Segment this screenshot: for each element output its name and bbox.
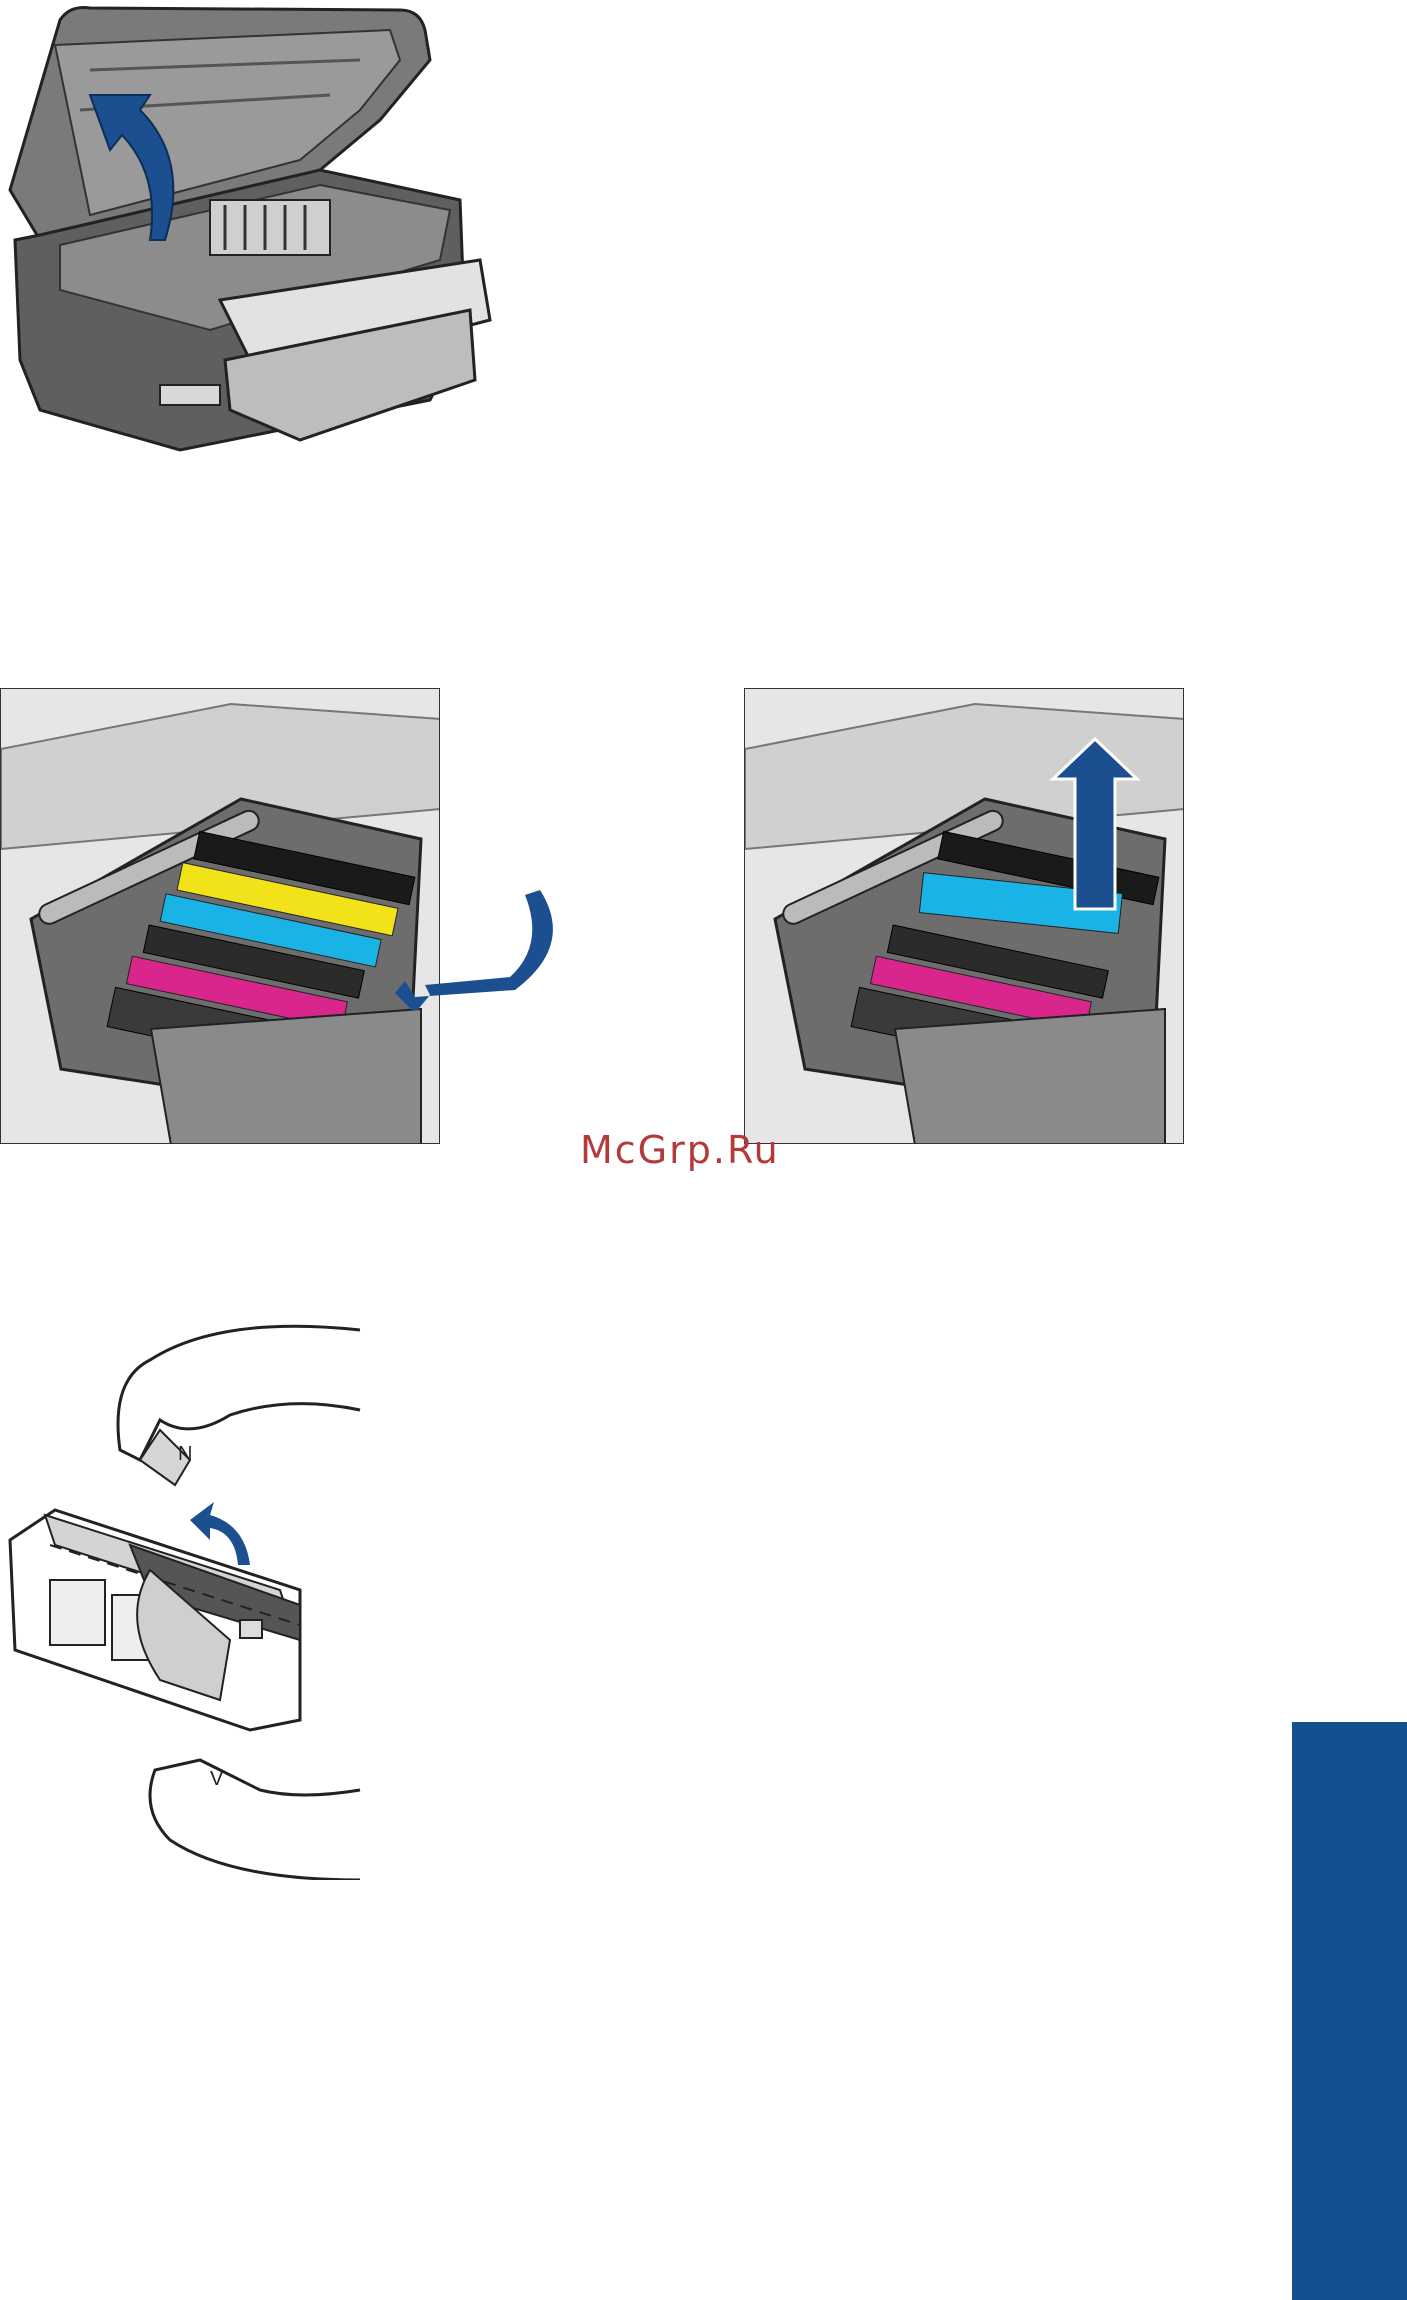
curved-arrow-icon (395, 890, 553, 1010)
printer-lid-open-illustration (8, 6, 492, 452)
watermark-text: McGrp.Ru (580, 1128, 780, 1172)
cartridge-lift-panel (744, 688, 1184, 1144)
hand-letter-bottom: V (210, 1768, 224, 1790)
remove-tape-illustration: N V (8, 1324, 361, 1880)
section-side-tab (1292, 1722, 1407, 2300)
cartridge-push-panel (0, 688, 440, 1144)
hand-letter-top: N (178, 1443, 192, 1465)
